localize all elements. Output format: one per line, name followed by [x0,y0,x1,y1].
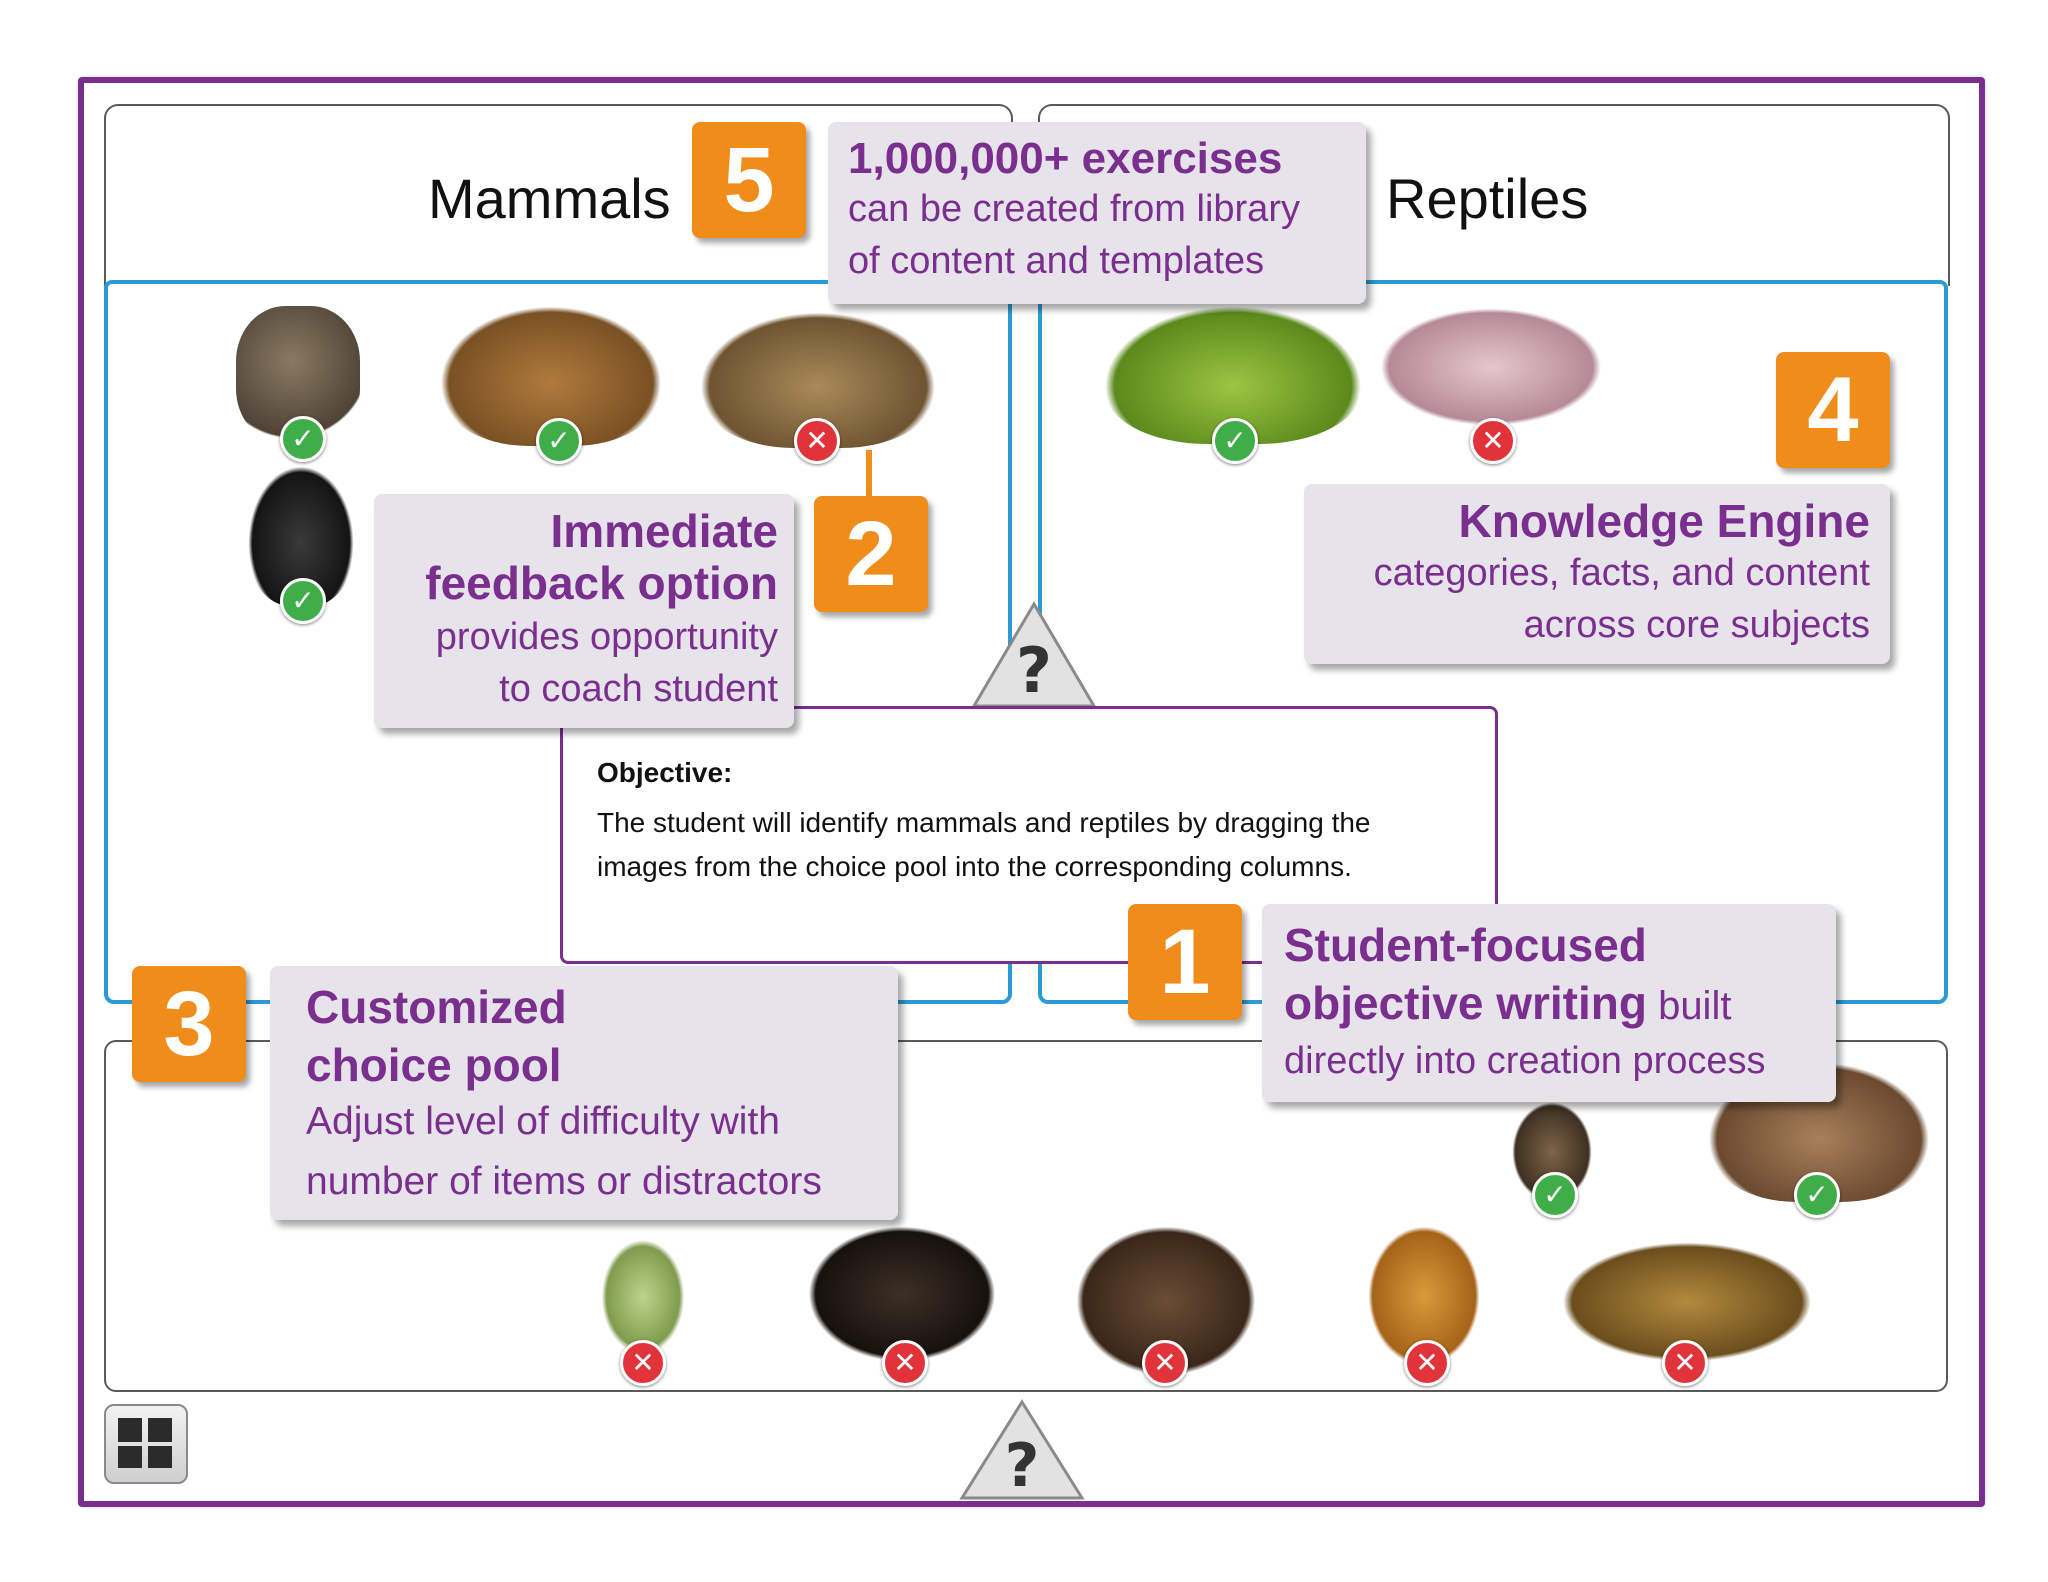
callout-1: Student-focused objective writing built … [1262,904,1836,1102]
callout-2-badge: 2 [814,496,928,612]
callout-connector [866,450,872,504]
animal-wolverine[interactable] [808,1226,996,1362]
objective-text-line-2: images from the choice pool into the cor… [597,851,1352,882]
callout-1-title-2-row: objective writing built [1284,976,1731,1030]
callout-3-line-2: number of items or distractors [306,1160,822,1203]
correct-check-icon: ✓ [536,418,582,464]
callout-3-line-1: Adjust level of difficulty with [306,1100,780,1143]
incorrect-x-icon: ✕ [882,1340,928,1386]
correct-check-icon: ✓ [1532,1172,1578,1218]
callout-3-title-1: Customized [306,981,567,1033]
objective-heading: Objective: [597,757,733,788]
incorrect-x-icon: ✕ [794,418,840,464]
callout-5: 1,000,000+ exercises can be created from… [828,122,1366,304]
callout-2-line-1: provides opportunity [435,616,778,658]
callout-5-title: 1,000,000+ exercises [848,134,1283,183]
incorrect-x-icon: ✕ [1662,1340,1708,1386]
callout-3: Customized choice pool Adjust level of d… [270,966,898,1220]
callout-1-title-2: objective writing [1284,977,1647,1029]
callout-5-line-2: of content and templates [848,240,1265,282]
incorrect-x-icon: ✕ [1404,1340,1450,1386]
callout-4: Knowledge Engine categories, facts, and … [1304,484,1890,664]
callout-4-badge: 4 [1776,352,1890,468]
question-mark-icon[interactable]: ? [958,1398,1086,1500]
callout-1-line-1: directly into creation process [1284,1040,1766,1082]
correct-check-icon: ✓ [280,578,326,624]
layout-grid-icon[interactable] [104,1404,188,1484]
callout-2-title-2: feedback option [425,557,778,609]
callout-2-line-2: to coach student [499,668,778,710]
help-symbol: ? [1016,634,1052,707]
correct-check-icon: ✓ [280,416,326,462]
animal-squid[interactable] [1380,308,1602,426]
correct-check-icon: ✓ [1212,418,1258,464]
callout-4-line-1: categories, facts, and content [1373,552,1870,594]
incorrect-x-icon: ✕ [620,1340,666,1386]
reptiles-column-title: Reptiles [1386,167,1589,230]
callout-3-title-2: choice pool [306,1039,562,1091]
callout-4-line-2: across core subjects [1523,604,1870,646]
callout-1-title-1: Student-focused [1284,919,1647,971]
callout-5-line-1: can be created from library [848,188,1300,230]
question-mark-icon[interactable]: ? [970,600,1098,710]
correct-check-icon: ✓ [1794,1172,1840,1218]
incorrect-x-icon: ✕ [1142,1340,1188,1386]
callout-5-badge: 5 [692,122,806,238]
help-symbol: ? [1005,1431,1040,1500]
callout-1-title-2-tail: built [1646,984,1732,1028]
callout-1-badge: 1 [1128,904,1242,1020]
incorrect-x-icon: ✕ [1470,418,1516,464]
callout-4-title: Knowledge Engine [1458,495,1870,547]
objective-text-line-1: The student will identify mammals and re… [597,807,1371,838]
callout-2-title-1: Immediate [550,505,778,557]
callout-2: Immediate feedback option provides oppor… [374,494,794,728]
callout-3-badge: 3 [132,966,246,1082]
mammals-column-title: Mammals [428,167,671,230]
